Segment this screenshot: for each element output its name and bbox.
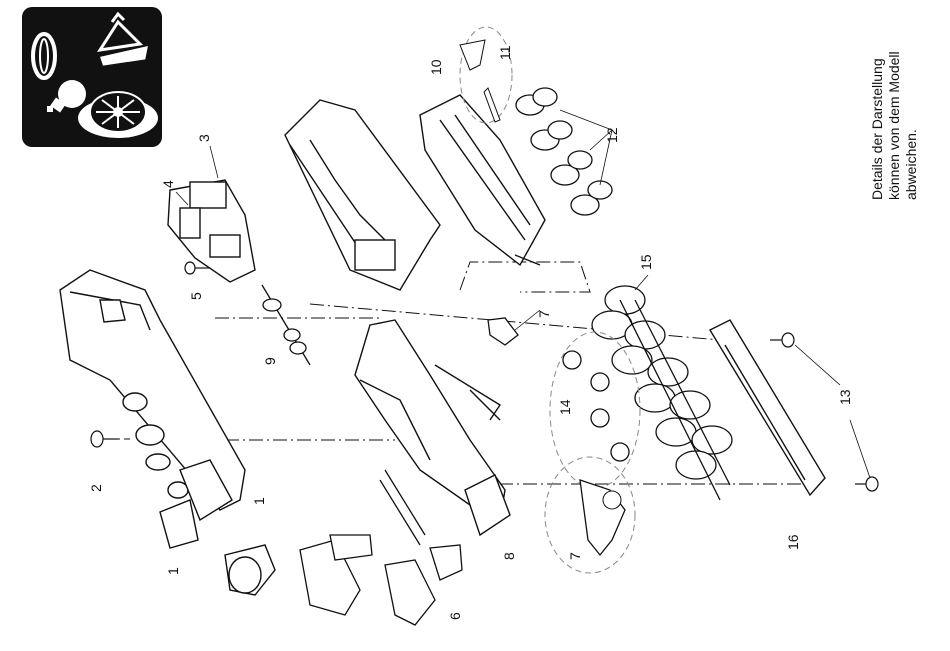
label-1a: 1	[251, 497, 267, 505]
screw-2	[91, 431, 118, 447]
bottom-plate-16	[710, 320, 825, 495]
screws-13	[770, 333, 878, 491]
note-line-3: abweichen.	[903, 129, 919, 200]
label-5: 5	[188, 292, 204, 300]
loco-chassis	[355, 320, 510, 535]
note-line-2: können von dem Modell	[886, 51, 902, 200]
label-1b: 1	[165, 567, 181, 575]
label-3: 3	[196, 134, 212, 142]
label-2: 2	[88, 484, 104, 492]
label-9: 9	[262, 357, 278, 365]
disclaimer-note: Details der Darstellung können von dem M…	[869, 51, 919, 200]
label-13: 13	[837, 389, 853, 405]
loco-housing	[60, 270, 245, 548]
tender-frame	[420, 95, 545, 265]
motor-assembly	[168, 180, 255, 282]
pickup-springs	[380, 470, 425, 545]
maintenance-icon-panel	[22, 7, 162, 147]
label-15: 15	[638, 254, 654, 270]
note-line-1: Details der Darstellung	[869, 58, 885, 200]
coupling-11	[460, 27, 512, 123]
smokebox-front	[225, 545, 275, 595]
label-4: 4	[160, 180, 176, 188]
drive-wheelsets	[592, 286, 732, 500]
label-11: 11	[497, 45, 513, 60]
label-6: 6	[447, 612, 463, 620]
pony-truck	[545, 457, 635, 573]
label-8: 8	[501, 552, 517, 560]
label-14: 14	[557, 399, 573, 415]
worm-shaft	[262, 285, 310, 365]
label-10: 10	[428, 59, 444, 75]
lower-parts	[300, 535, 462, 625]
label-7b: 7	[567, 552, 583, 560]
label-16: 16	[785, 534, 801, 550]
tender-body	[285, 100, 440, 290]
